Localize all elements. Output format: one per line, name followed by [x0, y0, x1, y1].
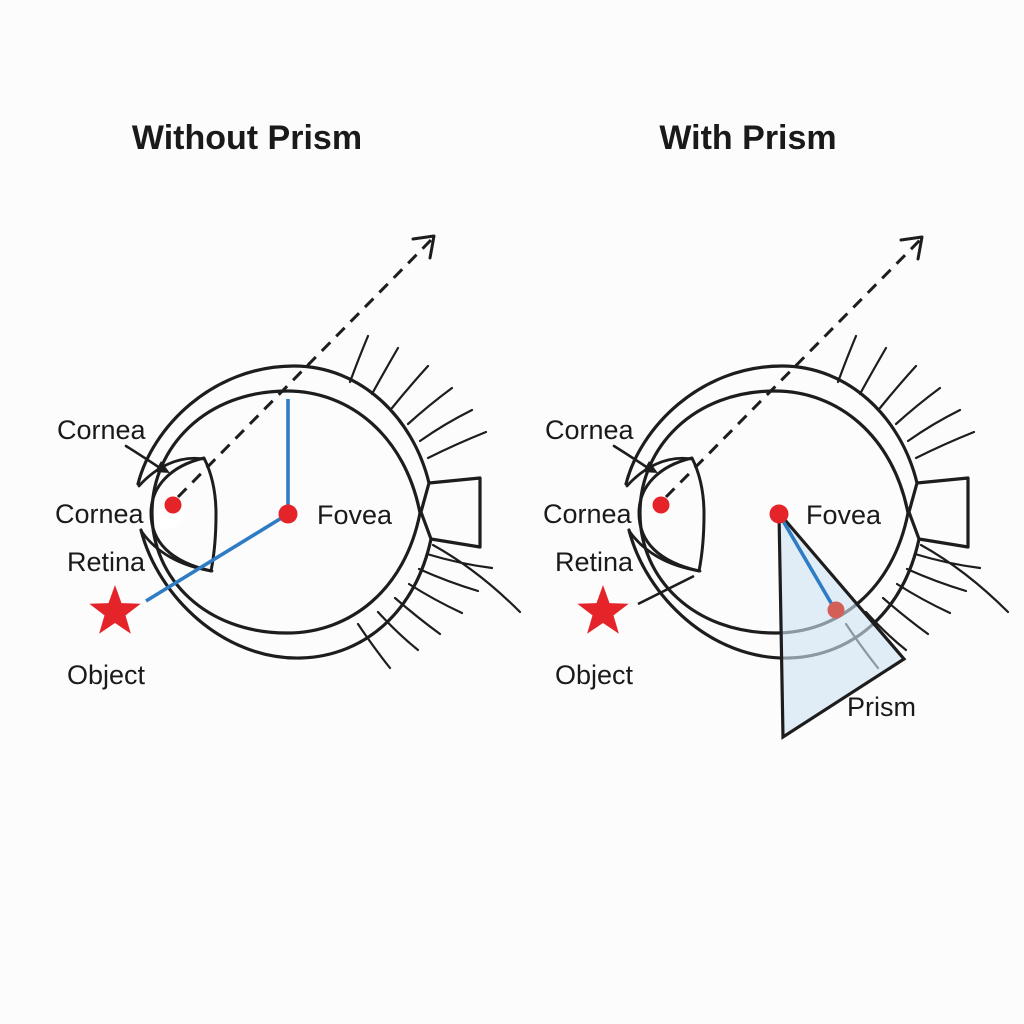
left-cornea-label: Cornea — [55, 499, 145, 529]
right-fovea-label: Fovea — [806, 500, 882, 530]
right-panel-title: With Prism — [659, 119, 836, 157]
left-cornea-pointer-label: Cornea — [57, 415, 147, 445]
left-retina-label: Retina — [67, 547, 146, 577]
left-light-rays — [145, 399, 290, 603]
left-retinal-image-dot — [164, 496, 182, 514]
right-fovea-dot — [769, 504, 789, 524]
right-gaze-arrow — [664, 235, 924, 499]
ray-object-to-fovea — [145, 512, 289, 603]
right-cornea-label: Cornea — [543, 499, 633, 529]
right-object-label: Object — [555, 660, 634, 690]
left-fovea-label: Fovea — [317, 500, 393, 530]
displaced-image-dot — [827, 601, 845, 619]
right-cornea-pointer-label: Cornea — [545, 415, 635, 445]
panel-without-prism: Without Prism Cornea Cornea Retina Fovea… — [55, 119, 522, 690]
right-retina-leader — [637, 574, 695, 606]
prism-label: Prism — [847, 692, 916, 722]
panel-with-prism: With Prism Cornea Cornea Retina Fovea Ob… — [543, 119, 1010, 740]
right-retinal-image-dot — [652, 496, 670, 514]
left-cornea-leader — [124, 444, 170, 473]
ray-fovea-to-displaced-image — [777, 513, 836, 609]
left-panel-title: Without Prism — [132, 119, 362, 157]
left-fovea-dot — [278, 504, 298, 524]
left-gaze-arrow — [176, 234, 436, 499]
left-object-label: Object — [67, 660, 146, 690]
right-cornea-leader — [612, 444, 658, 473]
right-retina-label: Retina — [555, 547, 634, 577]
